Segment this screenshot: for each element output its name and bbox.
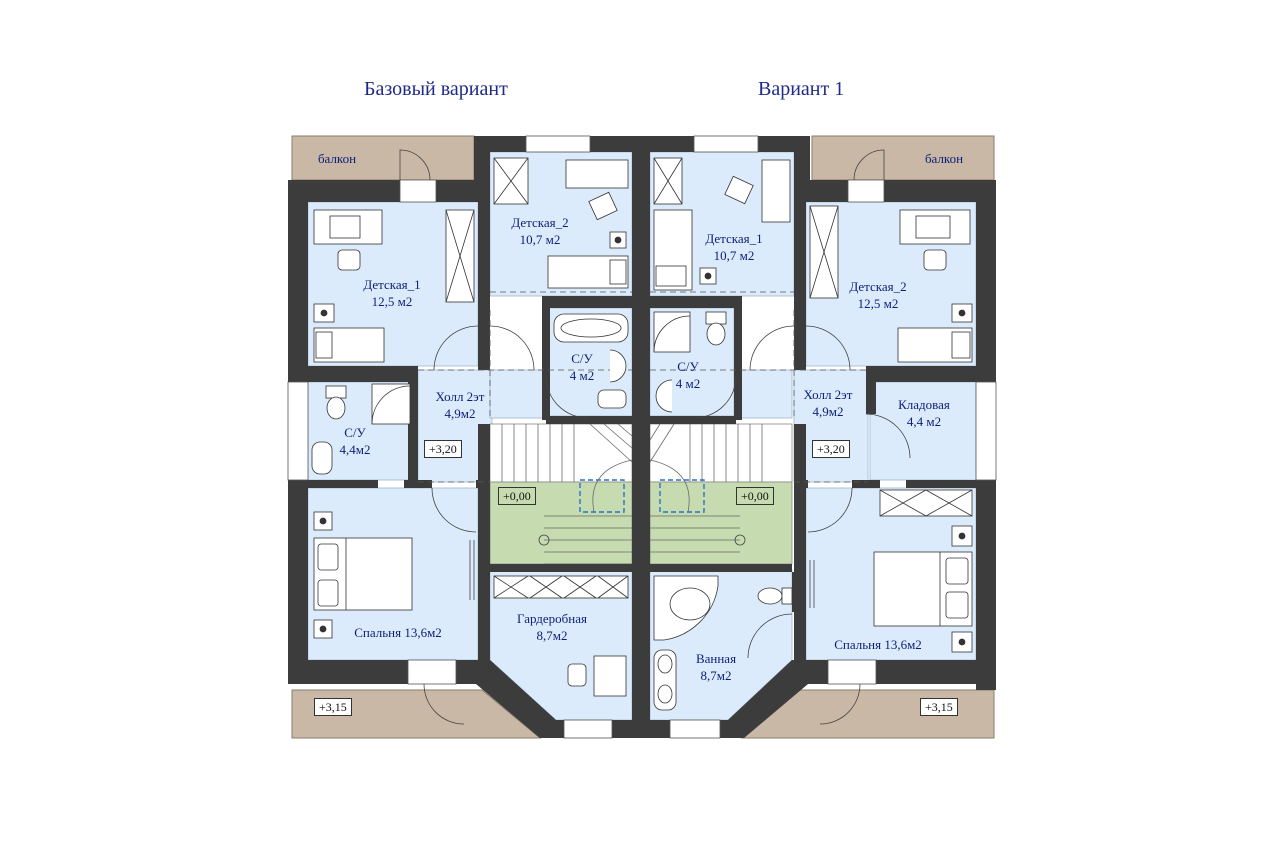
right-storage-room: Кладовая 4,4 м2 [898, 396, 950, 430]
doors [399, 149, 911, 725]
left-child1-name: Детская_1 [363, 277, 421, 292]
staircases [489, 423, 793, 565]
left-hall-name: Холл 2эт [435, 389, 485, 404]
heading-variant-1: Вариант 1 [758, 78, 845, 100]
left-wc-room: С/У 4,4м2 [340, 424, 371, 458]
right-hall-room: Холл 2эт 4,9м2 [804, 386, 853, 420]
left-wardrobe-room: Гардеробная 8,7м2 [517, 610, 587, 644]
dashed-lines [418, 291, 868, 483]
left-bath-area: 4 м2 [569, 368, 595, 383]
right-bath-room: С/У 4 м2 [676, 358, 700, 392]
right-child1-name: Детская_1 [705, 231, 763, 246]
right-bath-area: 4 м2 [675, 376, 701, 391]
left-wc-area: 4,4м2 [339, 442, 371, 457]
right-balcony-label: балкон [924, 151, 964, 166]
right-child2-room: Детская_2 12,5 м2 [849, 278, 906, 312]
right-child2-name: Детская_2 [849, 279, 907, 294]
left-level-stair: +0,00 [498, 487, 536, 505]
left-bath-room: С/У 4 м2 [570, 350, 594, 384]
windows [287, 135, 997, 739]
heading-base-variant: Базовый вариант [364, 78, 508, 100]
right-bath-name: С/У [677, 359, 699, 374]
left-child1-room: Детская_1 12,5 м2 [363, 276, 420, 310]
right-level-hall: +3,20 [812, 440, 850, 458]
right-bedroom-label: Спальня 13,6м2 [834, 637, 922, 652]
right-hall-name: Холл 2эт [803, 387, 853, 402]
left-wardrobe-name: Гардеробная [517, 611, 587, 626]
left-child2-room: Детская_2 10,7 м2 [511, 214, 568, 248]
right-level-balcony: +3,15 [920, 698, 958, 716]
left-level-hall: +3,20 [424, 440, 462, 458]
balconies [291, 135, 995, 739]
left-bath-name: С/У [571, 351, 593, 366]
right-bathroom-area: 8,7м2 [700, 668, 732, 683]
right-child1-area: 10,7 м2 [713, 248, 755, 263]
right-child2-area: 12,5 м2 [857, 296, 899, 311]
left-child1-area: 12,5 м2 [371, 294, 413, 309]
right-storage-area: 4,4 м2 [906, 414, 942, 429]
left-wc-name: С/У [344, 425, 366, 440]
right-bathroom-room: Ванная 8,7м2 [696, 650, 736, 684]
left-level-balcony: +3,15 [314, 698, 352, 716]
right-bathroom-name: Ванная [695, 651, 737, 666]
right-level-stair: +0,00 [736, 487, 774, 505]
right-storage-name: Кладовая [898, 397, 950, 412]
sliding-doors [469, 540, 815, 608]
walls [288, 136, 996, 738]
left-wardrobe-area: 8,7м2 [536, 628, 568, 643]
right-hall-area: 4,9м2 [812, 404, 844, 419]
left-bedroom-label: Спальня 13,6м2 [354, 625, 442, 640]
furniture [311, 157, 973, 711]
left-hall-area: 4,9м2 [444, 406, 476, 421]
left-child2-area: 10,7 м2 [519, 232, 561, 247]
left-child2-name: Детская_2 [511, 215, 569, 230]
left-balcony-label: балкон [317, 151, 357, 166]
left-hall-room: Холл 2эт 4,9м2 [436, 388, 485, 422]
right-child1-room: Детская_1 10,7 м2 [705, 230, 762, 264]
